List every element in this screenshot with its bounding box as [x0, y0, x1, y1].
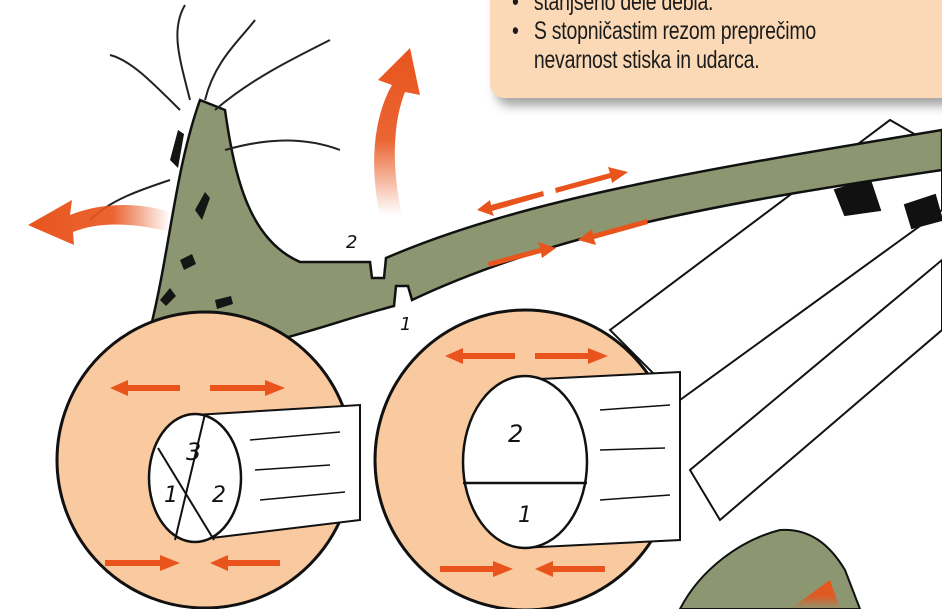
left-zone-3: 3: [186, 438, 201, 466]
info-bullet-2: •S stopničastim rezom preprečimo: [512, 17, 816, 46]
cut-label-bottom: 1: [400, 314, 411, 335]
left-detail-circle: 3 1 2: [57, 312, 360, 608]
info-bullet-2-continuation: nevarnost stiska in udarca.: [512, 46, 816, 75]
lift-arrow: [374, 48, 420, 215]
info-bullet-1-text: stanjšeno dele debla.: [534, 0, 713, 16]
pull-left-arrow: [28, 200, 170, 245]
info-bullet-1: •stanjšeno dele debla.: [512, 0, 816, 17]
info-callout: •stanjšeno dele debla. •S stopničastim r…: [490, 0, 942, 98]
cut-label-top: 2: [346, 232, 357, 253]
left-zone-1: 1: [164, 483, 178, 508]
right-zone-2: 2: [508, 420, 523, 448]
info-bullet-2-text: S stopničastim rezom preprečimo: [534, 17, 816, 45]
left-zone-2: 2: [212, 483, 226, 508]
bullet-dot: •: [512, 0, 534, 17]
info-list: •stanjšeno dele debla. •S stopničastim r…: [512, 0, 902, 75]
bullet-dot: •: [512, 17, 534, 46]
right-zone-1: 1: [518, 503, 532, 528]
